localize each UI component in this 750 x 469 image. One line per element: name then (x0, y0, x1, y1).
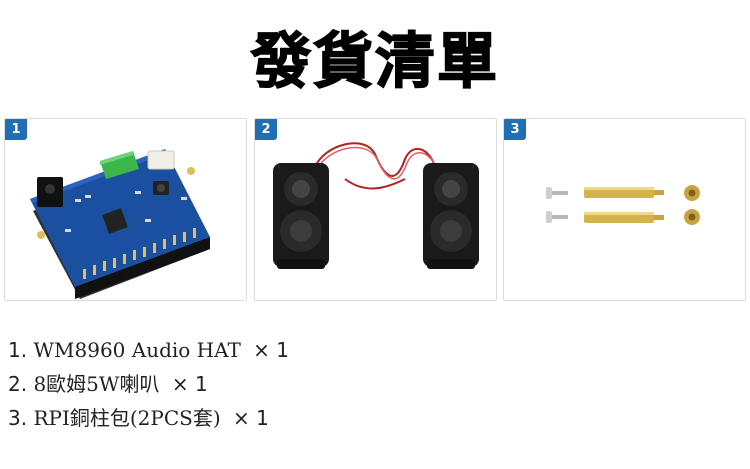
card-number-badge: 2 (255, 119, 277, 140)
item-quantity: × 1 (171, 372, 208, 396)
speakers-image (273, 142, 479, 269)
card-audio-hat[interactable]: 1 (4, 118, 247, 301)
item-index: 3. (8, 406, 28, 430)
item-name: WM8960 Audio HAT (33, 338, 241, 362)
page-title: 發貨清單 (250, 26, 499, 98)
item-index: 1. (8, 338, 28, 362)
item-quantity: × 1 (253, 338, 289, 362)
list-item: 1. WM8960 Audio HAT × 1 (8, 333, 728, 367)
card-speakers[interactable]: 2 (254, 118, 497, 301)
item-name: RPI銅柱包(2PCS套) (33, 406, 221, 430)
audio-hat-image (30, 149, 210, 299)
list-item: 3. RPI銅柱包(2PCS套) × 1 (8, 401, 728, 435)
shipping-list: 1. WM8960 Audio HAT × 1 2. 8歐姆5W喇叭 × 1 3… (8, 333, 728, 435)
list-item: 2. 8歐姆5W喇叭 × 1 (8, 367, 728, 401)
standoff-pack-image (546, 185, 700, 225)
item-name: 8歐姆5W喇叭 (33, 372, 160, 396)
card-standoff-pack[interactable]: 3 (503, 118, 746, 301)
item-index: 2. (8, 372, 28, 396)
card-number-badge: 1 (5, 119, 27, 140)
product-cards: 1 2 (4, 118, 746, 301)
card-number-badge: 3 (504, 119, 526, 140)
item-quantity: × 1 (233, 406, 269, 430)
